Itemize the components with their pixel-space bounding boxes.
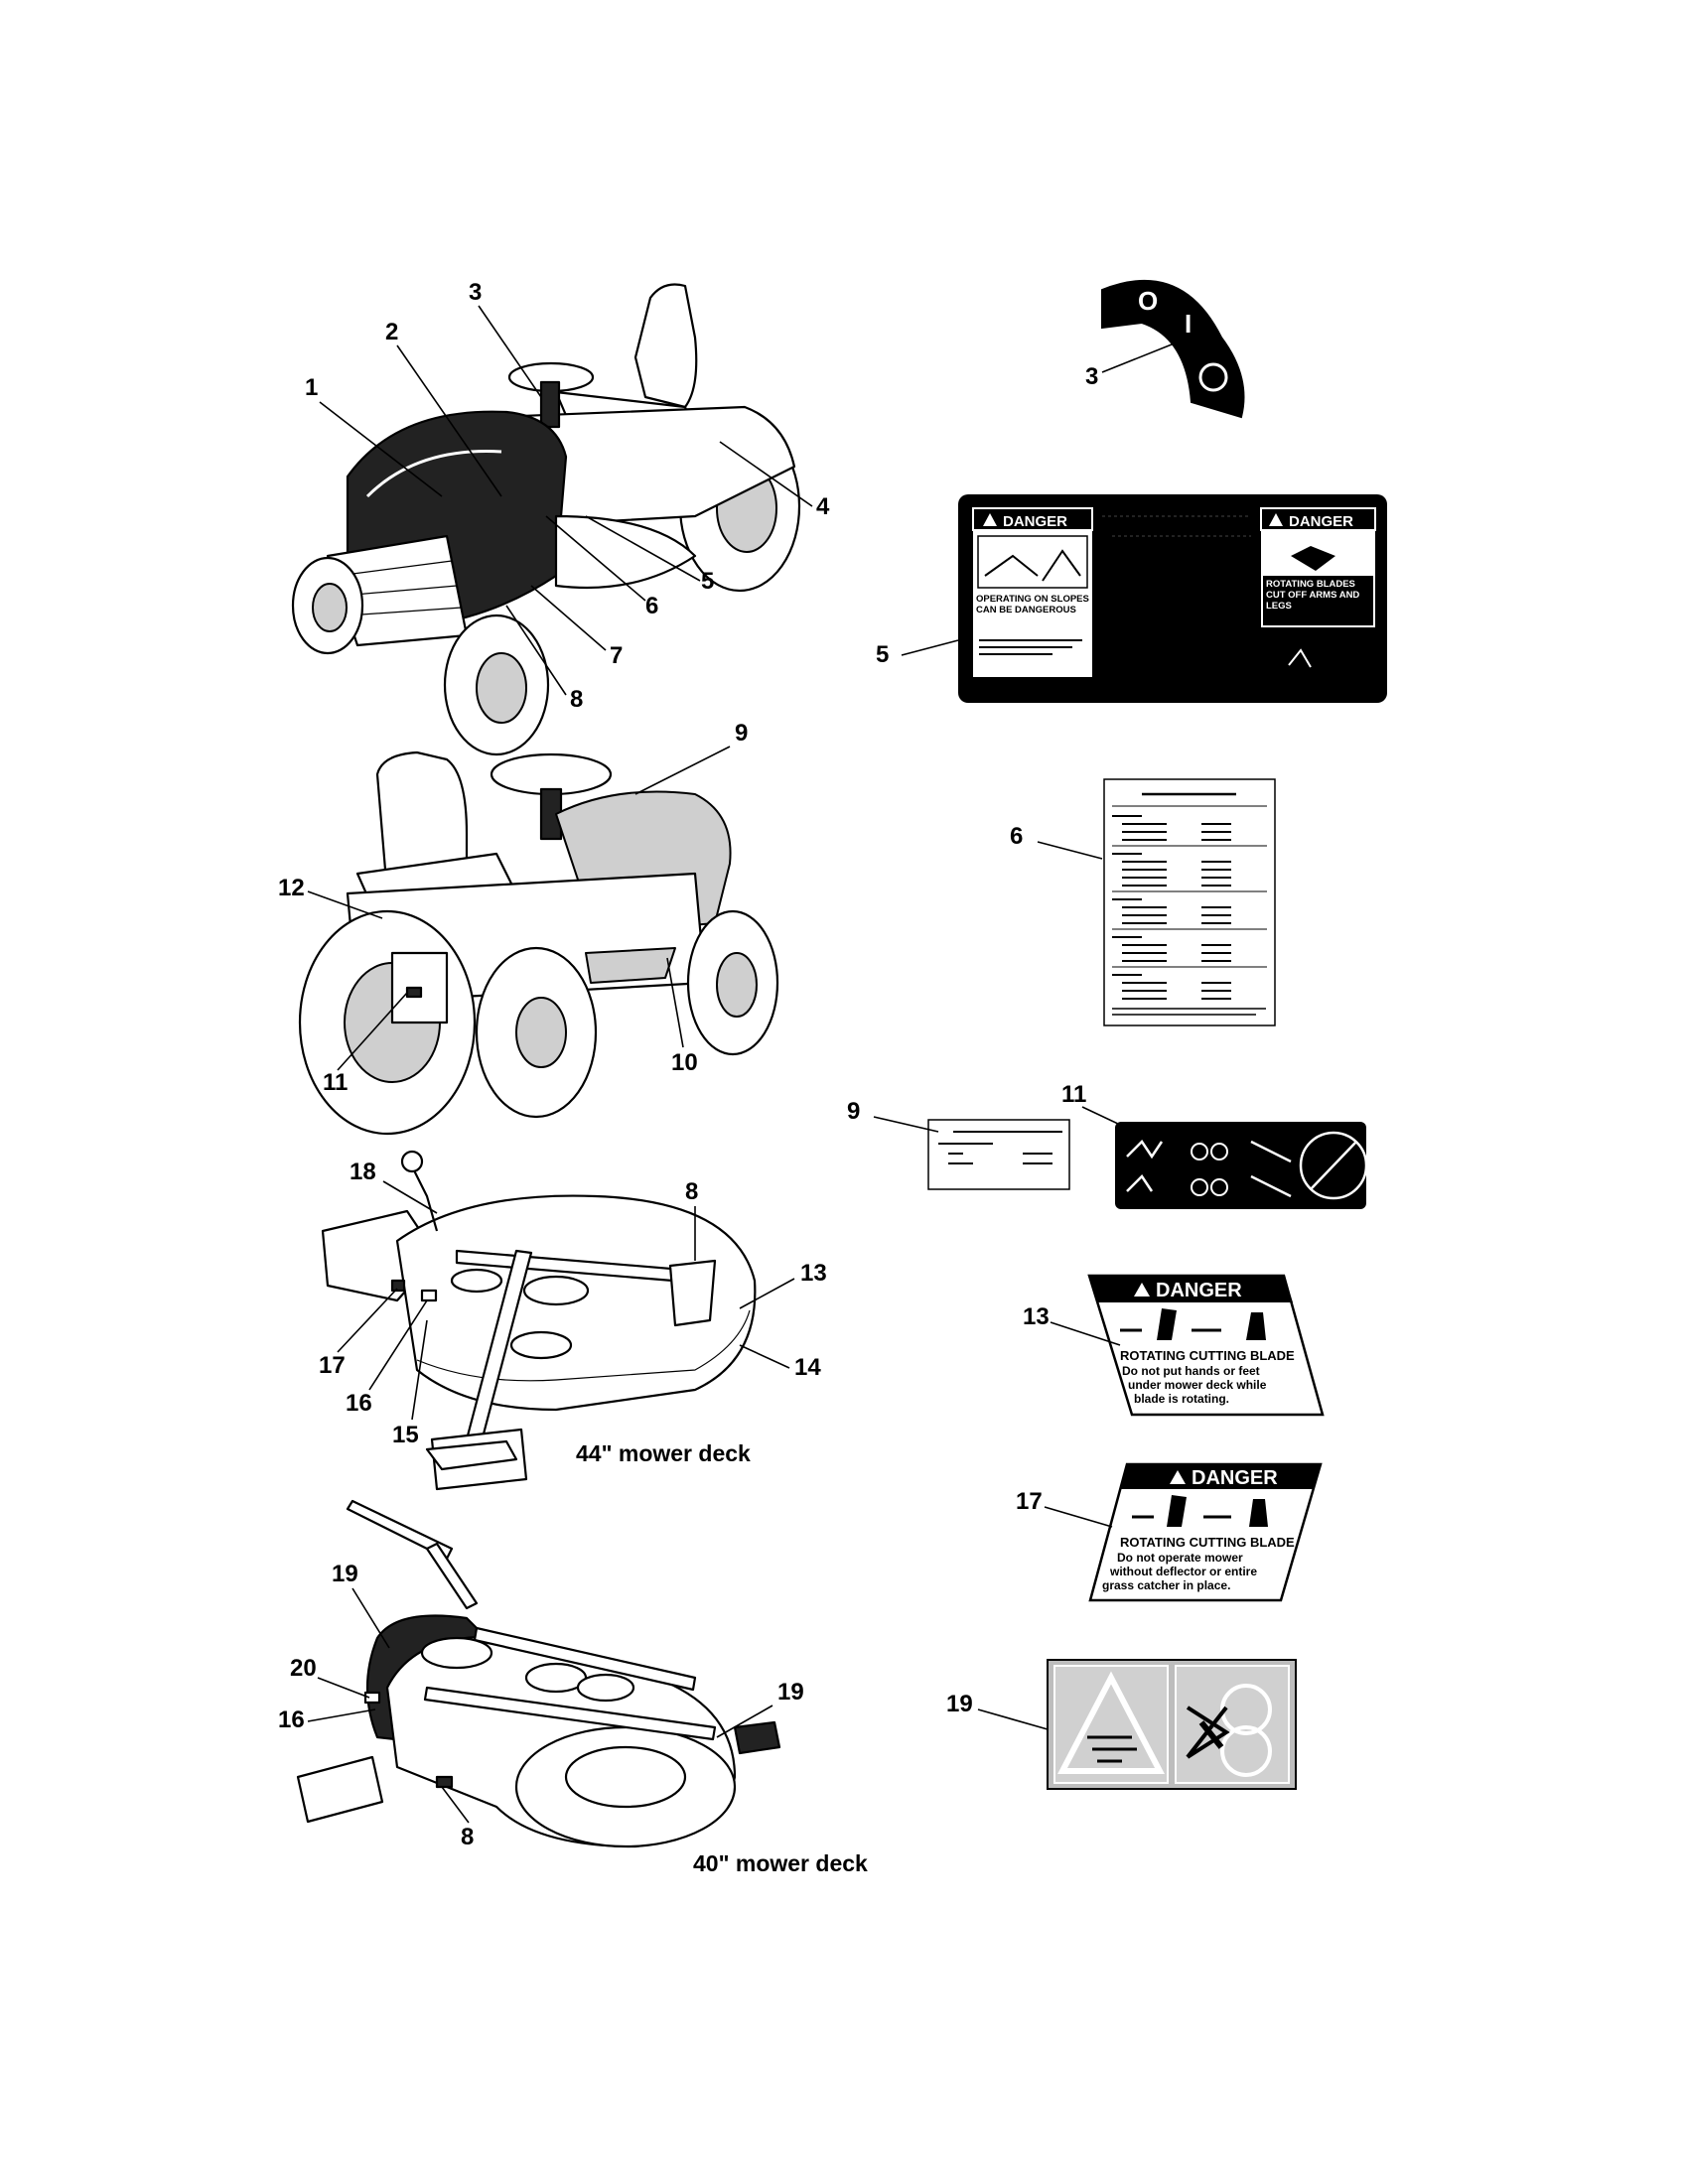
decal-17-line-1: Do not operate mower xyxy=(1117,1551,1243,1565)
callout-5: 5 xyxy=(701,568,714,595)
tractor-front-illustration xyxy=(291,283,801,756)
callout-r3: 3 xyxy=(1085,363,1098,390)
callout-13: 13 xyxy=(800,1260,827,1287)
callout-12: 12 xyxy=(278,875,305,901)
callout-9: 9 xyxy=(735,720,748,747)
decal-13-line-2: under mower deck while xyxy=(1128,1378,1267,1392)
hand-icon xyxy=(1167,1495,1187,1527)
foot-icon xyxy=(1249,1499,1268,1527)
mower-deck-44-illustration xyxy=(321,1150,757,1491)
decal-3-off-label: O xyxy=(1138,286,1158,316)
decal-5-danger: DANGER OPERATING ON SLOPES CAN BE DANGER… xyxy=(958,494,1387,703)
decal-17-line-2: without deflector or entire xyxy=(1109,1565,1257,1578)
mower-deck-40-illustration xyxy=(296,1499,781,1848)
callout-r11: 11 xyxy=(1061,1081,1086,1108)
decal-13-line-3: blade is rotating. xyxy=(1134,1392,1229,1406)
callout-r17: 17 xyxy=(1016,1488,1043,1515)
decal-6-belts-blades xyxy=(1103,778,1276,1026)
caption-44-deck: 44" mower deck xyxy=(576,1440,751,1466)
tractor-rear-illustration xyxy=(298,751,779,1136)
callout-16: 16 xyxy=(346,1390,372,1417)
callout-r19: 19 xyxy=(946,1691,973,1717)
callout-14: 14 xyxy=(794,1354,821,1381)
decal-13-title: ROTATING CUTTING BLADE xyxy=(1120,1348,1295,1363)
callout-4: 4 xyxy=(816,493,830,520)
warning-triangle-icon xyxy=(1269,513,1283,526)
callout-11: 11 xyxy=(323,1069,348,1096)
decal-5-left-header: DANGER xyxy=(1003,513,1067,530)
callout-8-deck44: 8 xyxy=(685,1178,698,1205)
warning-triangle-icon xyxy=(1057,1671,1165,1774)
callout-3: 3 xyxy=(469,279,482,306)
decal-5-left-title: OPERATING ON SLOPES CAN BE DANGEROUS xyxy=(976,594,1089,615)
warning-triangle-icon xyxy=(1134,1283,1150,1297)
callout-r13: 13 xyxy=(1023,1303,1050,1330)
callout-20: 20 xyxy=(290,1655,317,1682)
callout-10: 10 xyxy=(671,1049,698,1076)
decal-17-danger: DANGER ROTATING CUTTING BLADE Do not ope… xyxy=(1088,1462,1323,1602)
foot-icon xyxy=(1246,1312,1266,1340)
decal-17-line-3: grass catcher in place. xyxy=(1102,1578,1230,1592)
start-icon xyxy=(1198,362,1228,392)
prohibited-icon xyxy=(1299,1131,1368,1200)
callout-15: 15 xyxy=(392,1422,419,1448)
decal-19-pictogram xyxy=(1047,1659,1297,1790)
callout-19-deck40-left: 19 xyxy=(332,1561,358,1587)
warning-triangle-icon xyxy=(983,513,997,526)
warning-triangle-icon xyxy=(1170,1470,1186,1484)
decal-13-header: DANGER xyxy=(1156,1280,1242,1301)
decal-5-right-title: ROTATING BLADES CUT OFF ARMS AND LEGS xyxy=(1266,579,1360,611)
left-callouts: 1 2 3 4 5 6 7 8 9 12 11 10 18 8 13 14 15… xyxy=(278,279,830,1850)
callout-18: 18 xyxy=(350,1159,376,1185)
decal-13-line-1: Do not put hands or feet xyxy=(1122,1364,1260,1378)
decal-3-ignition: O I xyxy=(1101,279,1245,419)
decal-11-symbols xyxy=(1115,1122,1368,1209)
callout-7: 7 xyxy=(610,642,623,669)
decal-13-danger: DANGER ROTATING CUTTING BLADE Do not put… xyxy=(1087,1274,1325,1417)
callout-8-deck40: 8 xyxy=(461,1824,474,1850)
decal-17-title: ROTATING CUTTING BLADE xyxy=(1120,1535,1295,1550)
callout-1: 1 xyxy=(305,374,318,401)
decal-9-label xyxy=(927,1119,1070,1190)
decal-17-header: DANGER xyxy=(1192,1467,1278,1489)
callout-17: 17 xyxy=(319,1352,346,1379)
callout-6: 6 xyxy=(645,593,658,619)
callout-19-deck40-right: 19 xyxy=(777,1679,804,1706)
decal-3-on-label: I xyxy=(1185,309,1192,339)
callout-16-deck40: 16 xyxy=(278,1706,305,1733)
decal-5-right-header: DANGER xyxy=(1289,513,1353,530)
callout-2: 2 xyxy=(385,319,398,345)
caption-40-deck: 40" mower deck xyxy=(693,1850,868,1876)
callout-8: 8 xyxy=(570,686,583,713)
callout-r9: 9 xyxy=(847,1098,860,1125)
callout-r6: 6 xyxy=(1010,823,1023,850)
hand-icon xyxy=(1157,1308,1177,1340)
callout-r5: 5 xyxy=(876,641,889,668)
